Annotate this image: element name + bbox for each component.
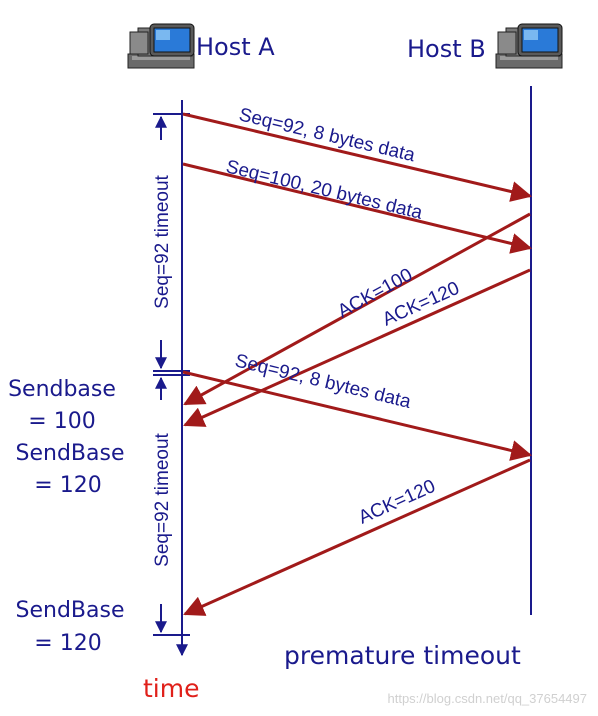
timeout-label-1: Seq=92 timeout — [152, 174, 173, 308]
host-b-label: Host B — [407, 35, 486, 63]
sendbase-120-line1: SendBase — [16, 441, 125, 466]
host-a-computer-icon — [127, 23, 195, 69]
sendbase-120-final-line1: SendBase — [16, 598, 125, 623]
sendbase-100-line2: = 100 — [28, 409, 95, 434]
ack-arrow-120 — [183, 268, 531, 427]
retransmit-arrow-seq92 — [182, 370, 533, 461]
sendbase-100-line1: Sendbase — [8, 377, 116, 402]
ack-arrow-100 — [183, 212, 531, 406]
sendbase-120-final-line2: = 120 — [34, 631, 101, 656]
time-axis-label: time — [143, 674, 199, 703]
sendbase-120-line2: = 120 — [34, 473, 101, 498]
segment-arrow-seq100 — [182, 162, 533, 254]
segment-label-seq92: Seq=92, 8 bytes data — [237, 104, 418, 166]
timeout-bracket-2 — [153, 374, 190, 636]
segment-arrow-seq92 — [182, 112, 533, 202]
diagram-caption: premature timeout — [284, 641, 521, 670]
timeout-label-2: Seq=92 timeout — [152, 432, 173, 566]
host-a-label: Host A — [196, 33, 275, 61]
watermark: https://blog.csdn.net/qq_37654497 — [388, 691, 588, 706]
segment-label-seq100: Seq=100, 20 bytes data — [224, 156, 425, 224]
retransmit-label-seq92: Seq=92, 8 bytes data — [233, 350, 413, 413]
ack-arrow-120-final — [183, 458, 531, 616]
host-b-computer-icon — [495, 23, 563, 69]
